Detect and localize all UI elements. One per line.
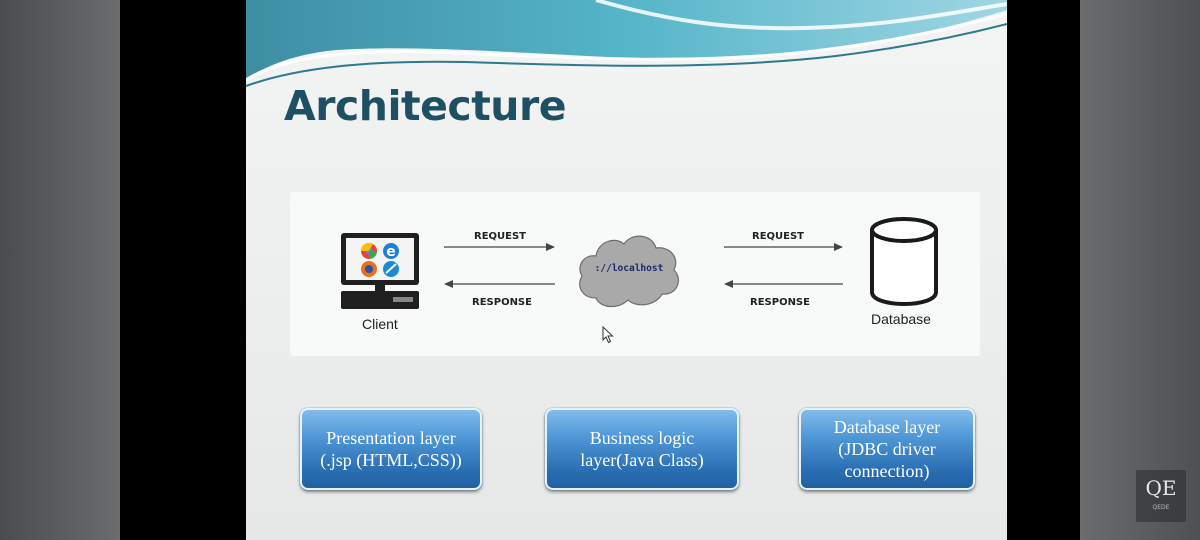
channel-watermark-logo: QE QEDE (1136, 470, 1186, 522)
database-layer-box: Database layer (JDBC driver connection) (799, 408, 975, 490)
right-background (1080, 0, 1200, 540)
database-layer-text: Database layer (JDBC driver connection) (833, 417, 941, 481)
slide-title: Architecture (284, 82, 567, 130)
client-computer-icon: e (341, 233, 419, 309)
svg-text:e: e (386, 244, 396, 260)
right-response-label: RESPONSE (750, 297, 810, 308)
presentation-slide: Architecture e Client REQUEST RESPONSE :… (246, 0, 1007, 540)
mouse-cursor-icon (602, 326, 614, 344)
watermark-main-text: QE (1145, 476, 1177, 500)
presentation-layer-text: Presentation layer (.jsp (HTML,CSS)) (320, 428, 462, 470)
business-logic-layer-text: Business logic layer(Java Class) (580, 428, 704, 470)
database-icon (870, 217, 938, 306)
left-request-label: REQUEST (474, 231, 527, 242)
right-request-label: REQUEST (752, 231, 805, 242)
database-label: Database (871, 311, 931, 327)
client-label: Client (362, 316, 398, 332)
left-background (0, 0, 120, 540)
left-response-arrow (444, 280, 555, 288)
right-request-arrow (724, 243, 843, 251)
server-cloud-icon (579, 235, 679, 308)
localhost-text: ://localhost (594, 263, 664, 274)
presentation-layer-box: Presentation layer (.jsp (HTML,CSS)) (300, 408, 482, 490)
right-response-arrow (724, 280, 843, 288)
header-wave-decoration (246, 0, 1007, 87)
business-logic-layer-box: Business logic layer(Java Class) (545, 408, 739, 490)
left-request-arrow (444, 243, 555, 251)
left-response-label: RESPONSE (472, 297, 532, 308)
watermark-sub-text: QEDE (1152, 504, 1170, 511)
